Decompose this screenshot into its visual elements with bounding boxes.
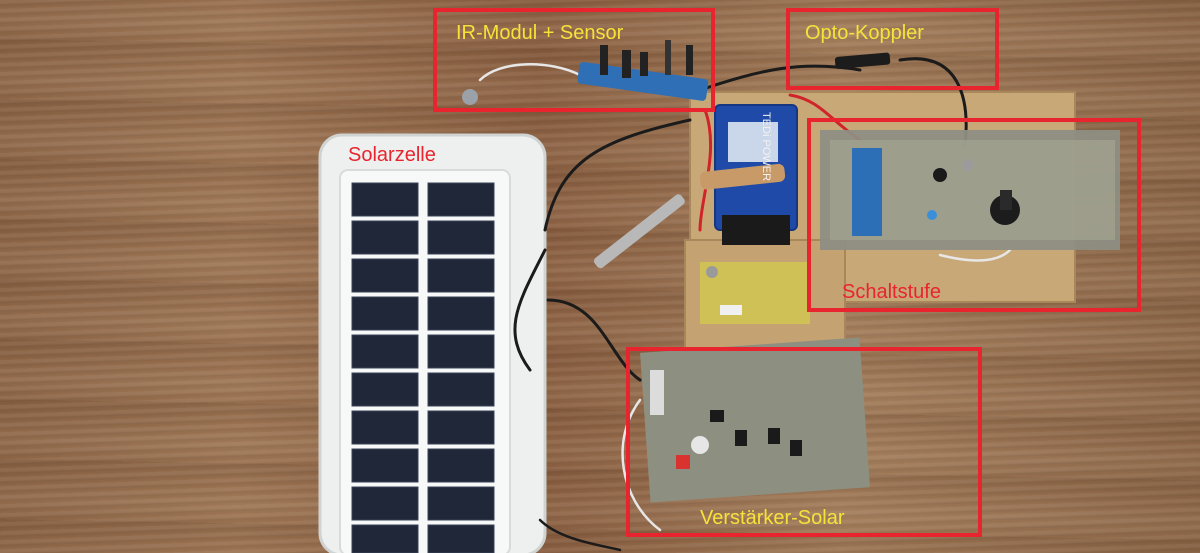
label-opto-coupler: Opto-Koppler bbox=[805, 22, 924, 44]
ir-module-board bbox=[462, 40, 709, 105]
label-ir-module: IR-Modul + Sensor bbox=[456, 22, 624, 44]
switch-stage-board bbox=[820, 130, 1120, 250]
small-perfboard bbox=[700, 262, 810, 324]
label-switch-stage: Schaltstufe bbox=[842, 281, 941, 303]
solar-panel bbox=[318, 133, 547, 553]
alligator-clip bbox=[593, 194, 685, 269]
label-solar-cell: Solarzelle bbox=[348, 144, 436, 166]
clothes-peg bbox=[699, 163, 786, 190]
box-ir-module bbox=[433, 8, 715, 112]
box-opto-coupler bbox=[786, 8, 999, 90]
amplifier-board bbox=[640, 337, 870, 503]
box-switch-stage bbox=[807, 118, 1141, 312]
label-amplifier: Verstärker-Solar bbox=[700, 507, 845, 529]
box-amplifier bbox=[626, 347, 982, 537]
solar-cells bbox=[351, 182, 495, 553]
opto-coupler-part bbox=[834, 52, 891, 69]
battery-brand-text: TEDi POWER bbox=[760, 112, 772, 182]
